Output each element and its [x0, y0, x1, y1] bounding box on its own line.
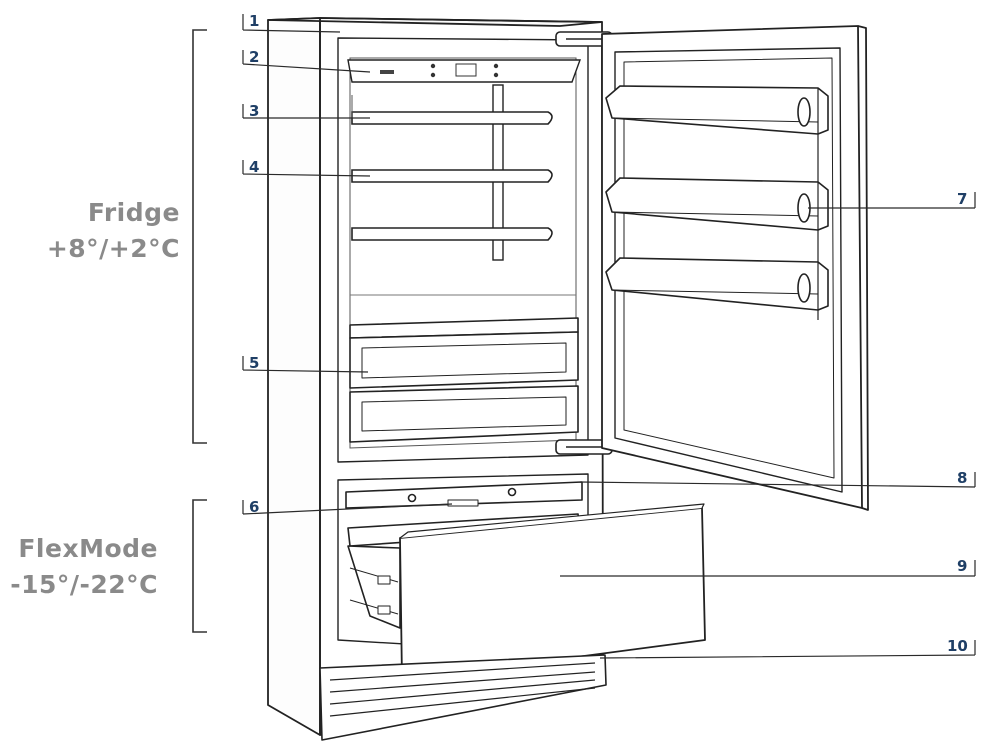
leader-3: [242, 104, 370, 119]
callout-5: 5: [249, 354, 260, 372]
door-bins: [605, 85, 829, 320]
callout-1: 1: [249, 12, 260, 30]
flexmode-zone-label: FlexMode -15°/-22°C: [4, 531, 158, 603]
flexmode-zone-temperature: -15°/-22°C: [10, 570, 158, 599]
leader-lines: [242, 14, 976, 659]
callout-7: 7: [957, 190, 968, 208]
fridge-zone-name: Fridge: [87, 198, 180, 227]
leader-7: [808, 192, 976, 209]
callout-8: 8: [957, 469, 968, 487]
leader-5: [242, 356, 369, 373]
leader-2: [242, 50, 371, 73]
callout-4: 4: [249, 158, 260, 176]
callout-6: 6: [249, 498, 260, 516]
fridge-zone-bracket: [192, 29, 207, 444]
lower-hinge: [555, 439, 613, 455]
leader-4: [242, 160, 371, 177]
leader-8: [579, 472, 976, 488]
fridge-zone-label: Fridge +8°/+2°C: [20, 195, 180, 267]
control-panel: [347, 59, 581, 83]
fridge-zone-temperature: +8°/+2°C: [46, 234, 180, 263]
upper-hinge: [555, 31, 613, 47]
callout-9: 9: [957, 557, 968, 575]
leader-10: [599, 640, 976, 659]
glass-shelves: [351, 111, 553, 241]
flexmode-zone-name: FlexMode: [18, 534, 158, 563]
callout-3: 3: [249, 102, 260, 120]
callout-10: 10: [947, 637, 968, 655]
leader-1: [242, 14, 341, 33]
drawer-front: [399, 503, 706, 681]
leader-9: [560, 560, 976, 577]
crisper-drawers: [349, 317, 579, 443]
leader-6: [242, 500, 453, 515]
base-grille: [319, 654, 607, 741]
flexmode-zone-bracket: [192, 499, 207, 633]
callout-2: 2: [249, 48, 260, 66]
